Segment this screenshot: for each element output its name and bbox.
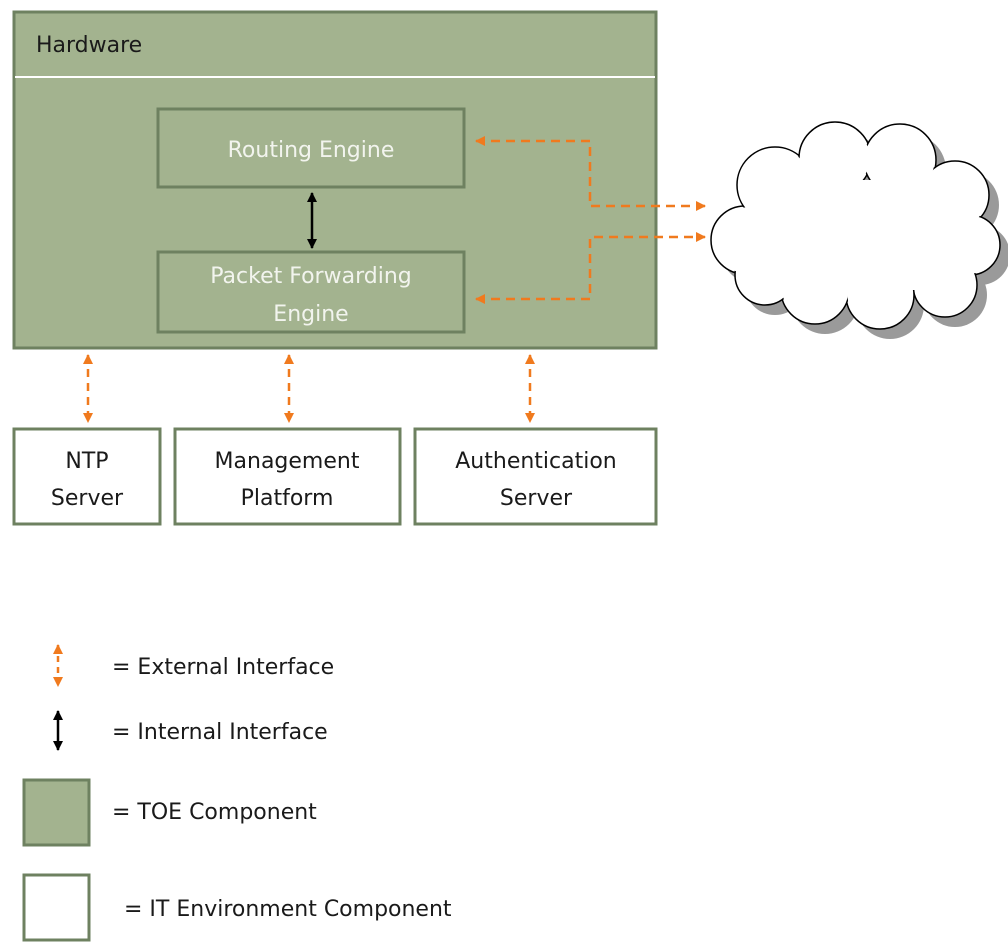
external-interface-pfe-to-cloud bbox=[475, 232, 706, 304]
legend-toe-component-label: = TOE Component bbox=[112, 800, 317, 825]
legend-external-interface-label: = External Interface bbox=[112, 655, 334, 680]
network-cloud bbox=[710, 121, 1008, 339]
management-platform-line2: Platform bbox=[241, 486, 334, 511]
ntp-server-line1: NTP bbox=[65, 449, 108, 474]
pfe-label-line2: Engine bbox=[273, 302, 348, 327]
authentication-server-box: Authentication Server bbox=[413, 427, 658, 526]
pfe-label-line1: Packet Forwarding bbox=[210, 264, 411, 289]
legend-it-environment-label: = IT Environment Component bbox=[124, 897, 452, 922]
ntp-server-box: NTP Server bbox=[12, 427, 162, 526]
legend-internal-interface-label: = Internal Interface bbox=[112, 720, 328, 745]
routing-engine-label: Routing Engine bbox=[228, 138, 395, 163]
management-platform-box: Management Platform bbox=[173, 427, 402, 526]
routing-engine-box: Routing Engine bbox=[156, 107, 466, 189]
legend-toe-swatch bbox=[22, 778, 91, 847]
legend-it-environment-swatch bbox=[22, 873, 91, 942]
legend: = External Interface = Internal Interfac… bbox=[22, 644, 452, 942]
packet-forwarding-engine-box: Packet Forwarding Engine bbox=[156, 250, 466, 334]
authentication-server-line2: Server bbox=[500, 486, 573, 511]
authentication-server-line1: Authentication bbox=[455, 449, 617, 474]
ntp-server-line2: Server bbox=[51, 486, 124, 511]
management-platform-line1: Management bbox=[215, 449, 360, 474]
hardware-label: Hardware bbox=[36, 33, 142, 58]
